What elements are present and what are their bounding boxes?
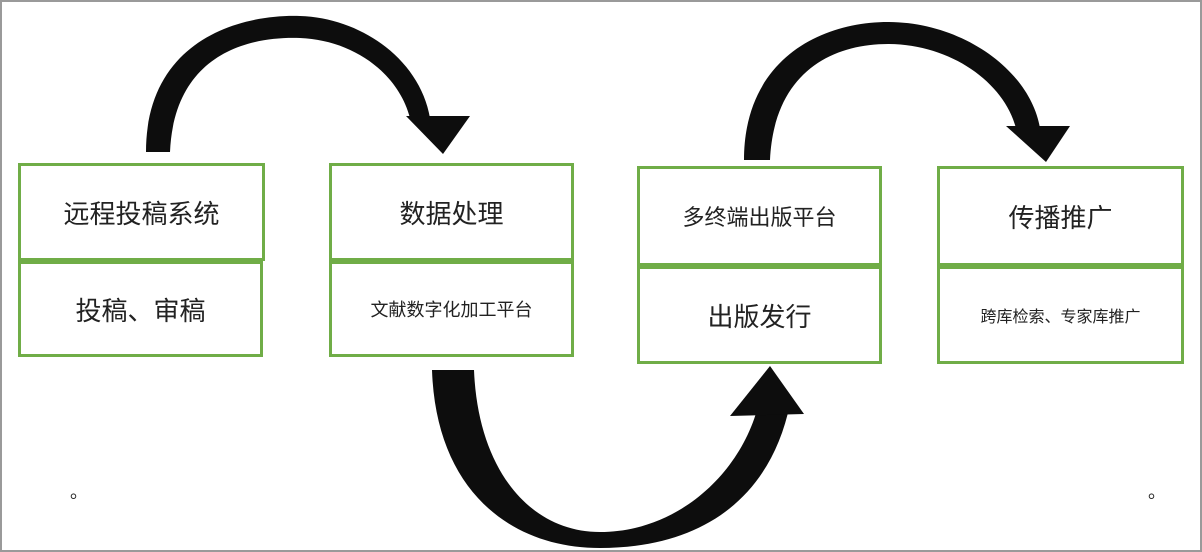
stage-2-top-label: 数据处理 (399, 199, 504, 230)
stage-1-bottom-label: 投稿、审稿 (75, 296, 206, 327)
stage-1-bottom-box: 投稿、审稿 (18, 261, 263, 357)
stage-1-top-box: 远程投稿系统 (18, 163, 265, 261)
stage-3-bottom-box: 出版发行 (637, 266, 882, 364)
stage-4-bottom-box: 跨库检索、专家库推广 (937, 266, 1184, 364)
stage-4-top-box: 传播推广 (937, 166, 1184, 266)
arrow-stage2-to-stage3 (432, 366, 804, 548)
stage-2-top-box: 数据处理 (329, 163, 574, 261)
left-dot-mark: 。 (70, 482, 88, 503)
stage-3-bottom-label: 出版发行 (707, 302, 812, 333)
stage-2-bottom-box: 文献数字化加工平台 (329, 261, 574, 357)
stage-1-top-label: 远程投稿系统 (63, 199, 220, 230)
right-dot-mark: 。 (1148, 482, 1166, 503)
stage-2-bottom-label: 文献数字化加工平台 (370, 300, 533, 321)
arrow-stage1-to-stage2 (146, 15, 470, 154)
stage-4-top-label: 传播推广 (1008, 203, 1113, 234)
arrow-stage3-to-stage4 (744, 22, 1070, 162)
stage-4-bottom-label: 跨库检索、专家库推广 (980, 307, 1141, 326)
stage-3-top-label: 多终端出版平台 (682, 206, 837, 231)
stage-3-top-box: 多终端出版平台 (637, 166, 882, 266)
